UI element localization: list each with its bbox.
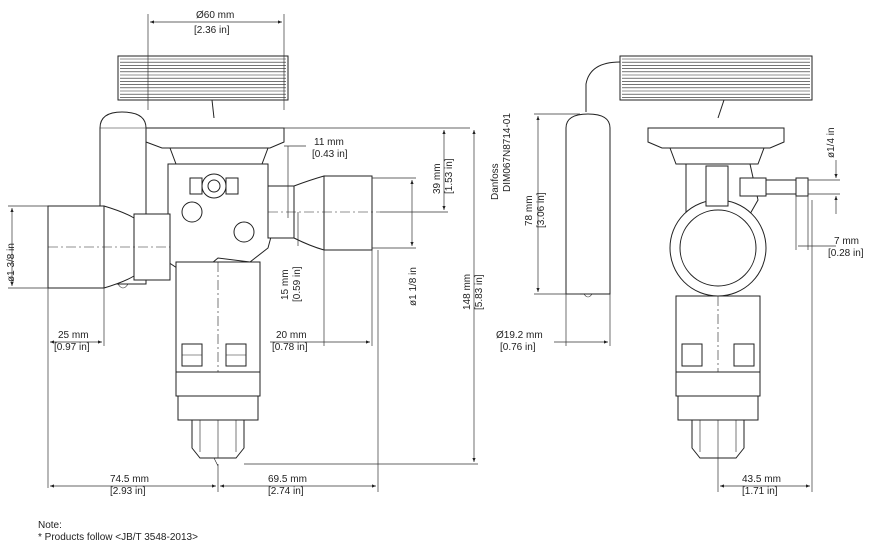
dim-bulb-length-in: [3.06 in] [536,192,547,228]
dim-port-offset-mm: 11 mm [314,137,344,148]
dim-height-148-mm: 148 mm [462,274,473,310]
capillary-coil [117,55,289,119]
dim-equalizer-diameter: ø1/4 in [826,127,837,158]
inlet-connection [47,205,171,289]
dim-bulb-diameter-mm: Ø19.2 mm [496,330,543,341]
dim-inlet-length-in: [0.97 in] [54,342,90,353]
note-title: Note: [38,520,62,531]
dim-top-width-in: [2.36 in] [194,25,230,36]
dim-outlet-diameter: ø1 1/8 in [408,267,419,306]
dim-right-half-in: [2.74 in] [268,486,304,497]
dim-equalizer-length-mm: 7 mm [834,236,859,247]
diaphragm-head [145,127,285,149]
dimension-lines [8,14,840,492]
dim-left-half-mm: 74.5 mm [110,474,149,485]
dim-height-39-mm: 39 mm [432,163,443,194]
brand-label: Danfoss [490,163,501,200]
dimension-labels: Ø60 mm [2.36 in] 11 mm [0.43 in] 39 mm [… [6,10,864,497]
dim-inlet-diameter: ø1 3/8 in [6,243,17,282]
dim-port-offset-in: [0.43 in] [312,149,348,160]
dim-outlet-length-in: [0.78 in] [272,342,308,353]
dim-inlet-length-mm: 25 mm [58,330,89,341]
side-view [565,55,813,459]
outlet-connection [267,175,380,251]
dim-height-39-in: [1.53 in] [444,158,455,194]
dim-offset-15-in: [0.59 in] [292,266,303,302]
drawing-code: DIM067N8714-01 [502,113,513,192]
dim-bulb-length-mm: 78 mm [524,195,535,226]
dim-bulb-diameter-in: [0.76 in] [500,342,536,353]
note-line: * Products follow <JB/T 3548-2013> [38,532,198,543]
dim-outlet-length-mm: 20 mm [276,330,307,341]
dim-side-half-in: [1.71 in] [742,486,778,497]
dim-offset-15-mm: 15 mm [280,269,291,300]
dim-equalizer-length-in: [0.28 in] [828,248,864,259]
dim-height-148-in: [5.83 in] [474,274,485,310]
dim-top-width-mm: Ø60 mm [196,10,234,21]
equalizer-port [189,173,239,199]
dim-right-half-mm: 69.5 mm [268,474,307,485]
dim-side-half-mm: 43.5 mm [742,474,781,485]
dim-left-half-in: [2.93 in] [110,486,146,497]
front-view [47,55,380,467]
